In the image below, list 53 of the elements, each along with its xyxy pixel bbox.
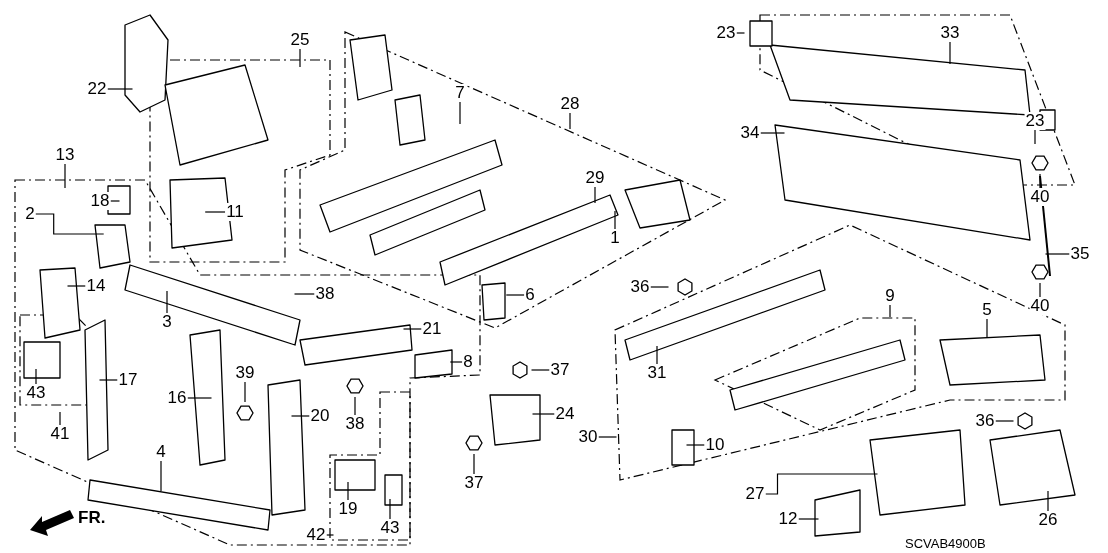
leader-line [986, 318, 988, 338]
leader-line [299, 48, 301, 68]
leader-line [656, 345, 658, 365]
callout-number: 11 [225, 203, 245, 221]
leader-line [735, 32, 746, 34]
leader-line [889, 304, 891, 318]
leader-line [531, 413, 556, 415]
leader-line [764, 473, 879, 495]
leader-line [569, 112, 571, 130]
leader-line [685, 444, 706, 446]
leader-line [505, 294, 525, 296]
leader-line [759, 132, 786, 134]
leader-line [293, 293, 316, 295]
leader-line [59, 411, 61, 426]
drawing-code: SCVAB4900B [905, 536, 986, 551]
callout-number: 18 [89, 192, 111, 210]
callout-number: 23 [1024, 112, 1046, 130]
leader-line [66, 285, 87, 287]
leader-line [160, 460, 162, 492]
leader-line [347, 481, 349, 501]
leader-line [35, 368, 37, 385]
leader-line [949, 41, 951, 65]
leader-line [325, 534, 335, 536]
fr-label: FR. [78, 508, 106, 528]
leader-line [994, 420, 1015, 422]
callout-number: 40 [1029, 297, 1051, 315]
leader-line [530, 369, 551, 371]
leader-line [649, 286, 670, 288]
leader-line [597, 436, 618, 438]
leader-line [64, 163, 66, 189]
leader-line [797, 518, 820, 520]
leader-line [1039, 173, 1041, 189]
leader-line [402, 328, 423, 330]
leader-line [1047, 490, 1049, 512]
leader-line [1034, 129, 1036, 145]
leader-line [1039, 282, 1041, 298]
leader-line [459, 101, 461, 125]
leader-line [109, 200, 121, 202]
leader-line [166, 290, 168, 314]
leader-line [244, 381, 246, 403]
callout-number: 40 [1029, 188, 1051, 206]
leader-line [614, 210, 616, 230]
leader-line [35, 213, 105, 235]
leader-line [1044, 253, 1071, 255]
leader-line [186, 397, 213, 399]
leader-line [106, 88, 134, 90]
leader-line [98, 379, 119, 381]
leader-line [204, 211, 226, 213]
leader-line [290, 415, 311, 417]
leader-line [449, 361, 463, 363]
leader-line [354, 396, 356, 416]
leader-line [594, 186, 596, 204]
leader-line [389, 498, 391, 520]
